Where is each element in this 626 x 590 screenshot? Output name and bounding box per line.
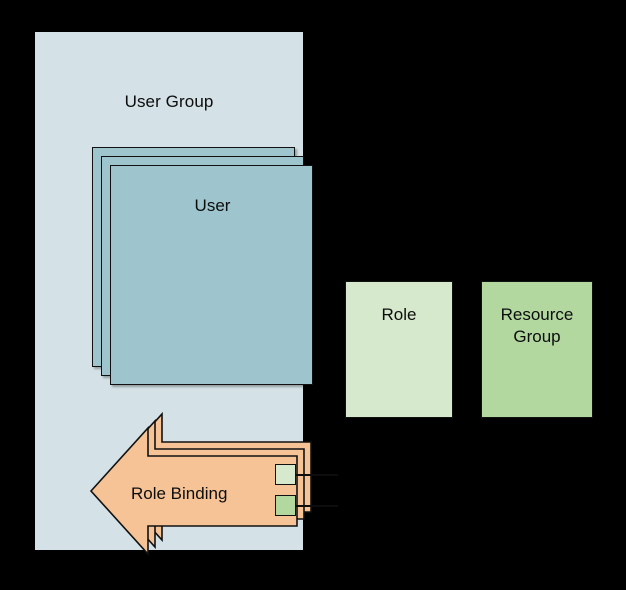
- role-binding-label: Role Binding: [131, 484, 228, 503]
- user-card-front[interactable]: User: [110, 165, 313, 385]
- user-group-container[interactable]: User Group User: [35, 32, 338, 557]
- resource-group-label: Resource Group: [500, 305, 574, 346]
- user-card-stack: User: [92, 147, 313, 385]
- connector-role-binding-to-role: [296, 474, 338, 476]
- role-binding-arrow-front[interactable]: [71, 408, 307, 576]
- connector-role-binding-to-resource-group: [296, 505, 338, 507]
- role-binding-stack: Role Binding: [85, 394, 321, 562]
- role-label: Role: [381, 305, 417, 324]
- resource-group-node[interactable]: Resource Group: [481, 281, 593, 418]
- user-card-label: User: [194, 196, 231, 215]
- role-node[interactable]: Role: [345, 281, 453, 418]
- resource-group-chip-icon[interactable]: [275, 495, 296, 516]
- user-group-label: User Group: [124, 92, 214, 111]
- role-chip-icon[interactable]: [275, 464, 296, 485]
